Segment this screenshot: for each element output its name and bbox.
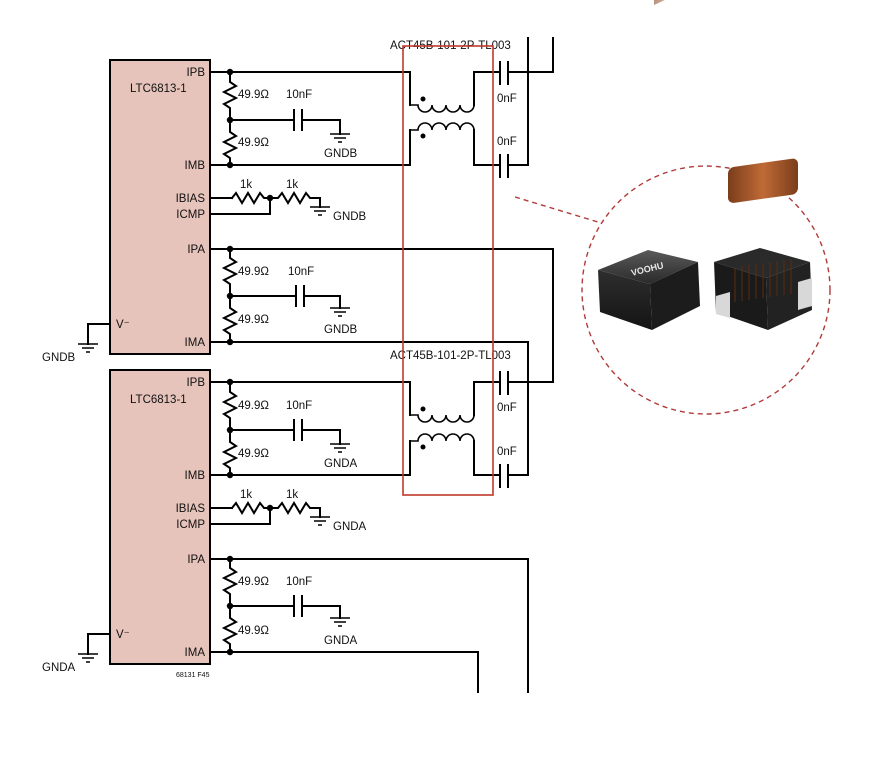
chip-2-pin-ipb: IPB (186, 377, 205, 389)
chip-1-pin-vminus: V⁻ (116, 319, 130, 331)
transformer-2-cap-top: 0nF (497, 402, 517, 414)
chip-2-pin-vminus: V⁻ (116, 629, 130, 641)
chip-2-r2-label: 49.9Ω (238, 448, 269, 460)
chip-1-bias1-label: 1k (240, 179, 252, 191)
chip-1-r4-label: 49.9Ω (238, 314, 269, 326)
choke-photo-closed: VOOHU (598, 0, 700, 330)
chip-2-bias1-label: 1k (240, 489, 252, 501)
chip-1-r1-label: 49.9Ω (238, 89, 269, 101)
chip-2-gnd-bias: GNDA (333, 521, 367, 533)
transformer-1-group: ACT45B-101-2P-TL003 0nF 0nF (390, 37, 554, 178)
chip-1-pin-ipb: IPB (186, 67, 205, 79)
chip-2-pin-ibias: IBIAS (176, 503, 206, 515)
chip-1-group: LTC6813-1 IPB IMB IBIAS ICMP IPA IMA V⁻ … (42, 59, 554, 364)
chip-2-pin-imb: IMB (185, 470, 206, 482)
chip-2-pin-ipa: IPA (187, 554, 205, 566)
transformer-highlight-box (402, 45, 494, 496)
chip-2-gnd-chip: GNDA (42, 662, 76, 674)
chip-1-name: LTC6813-1 (130, 83, 187, 95)
figure-code: 68131 F45 (176, 672, 210, 679)
chip-2-group: LTC6813-1 IPB IMB IBIAS ICMP IPA IMA V⁻ … (42, 369, 529, 693)
chip-1-c2-label: 10nF (288, 266, 314, 278)
callout-group: VOOHU (514, 0, 831, 415)
chip-2-pin-icmp: ICMP (176, 519, 205, 531)
chip-2-c2-label: 10nF (286, 576, 312, 588)
chip-1-gnd-a: GNDB (324, 324, 358, 336)
chip-2-pin-ima: IMA (185, 647, 206, 659)
chip-1-pin-icmp: ICMP (176, 209, 205, 221)
chip-1-pin-ibias: IBIAS (176, 193, 206, 205)
chip-1-gnd-bias: GNDB (333, 211, 367, 223)
callout-line (514, 196, 599, 223)
chip-2-name: LTC6813-1 (130, 394, 187, 406)
chip-2-c1-label: 10nF (286, 400, 312, 412)
transformer-2-cap-bottom: 0nF (497, 446, 517, 458)
callout-circle (581, 165, 831, 415)
transformer-2-group: ACT45B-101-2P-TL003 0nF 0nF (390, 248, 554, 488)
transformer-1-cap-top: 0nF (497, 93, 517, 105)
chip-1-body (109, 59, 211, 355)
chip-1-r3-label: 49.9Ω (238, 266, 269, 278)
chip-1-bias2-label: 1k (286, 179, 298, 191)
chip-1-pin-ipa: IPA (187, 244, 205, 256)
chip-1-c1-label: 10nF (286, 89, 312, 101)
chip-2-gnd-b: GNDA (324, 458, 358, 470)
chip-2-body (109, 369, 211, 665)
chip-1-pin-ima: IMA (185, 337, 206, 349)
chip-1-pin-imb: IMB (185, 160, 206, 172)
chip-2-bias2-label: 1k (286, 489, 298, 501)
chip-1-gnd-chip: GNDB (42, 352, 76, 364)
chip-1-r2-label: 49.9Ω (238, 137, 269, 149)
chip-2-r3-label: 49.9Ω (238, 576, 269, 588)
transformer-2-part: ACT45B-101-2P-TL003 (390, 350, 511, 362)
transformer-1-cap-bottom: 0nF (497, 136, 517, 148)
choke-photo-open (714, 158, 812, 330)
chip-2-gnd-a: GNDA (324, 635, 358, 647)
chip-2-r4-label: 49.9Ω (238, 625, 269, 637)
chip-2-r1-label: 49.9Ω (238, 400, 269, 412)
chip-1-gnd-b: GNDB (324, 148, 358, 160)
